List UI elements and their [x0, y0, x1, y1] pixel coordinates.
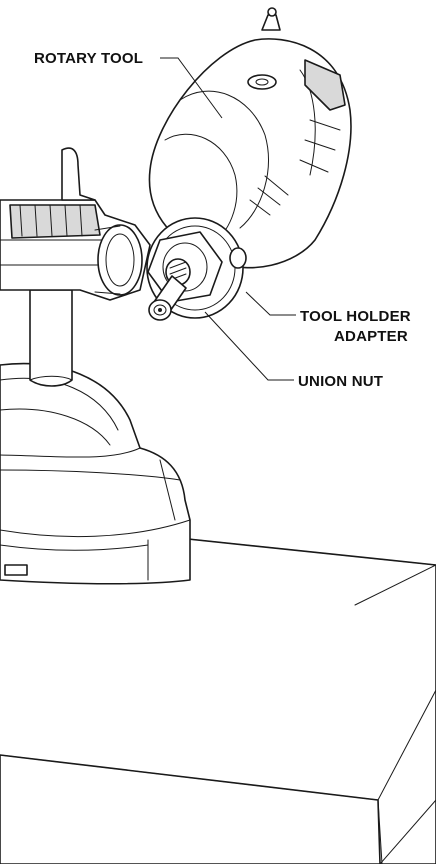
tool-holder-adapter-label-line1: TOOL HOLDER [300, 308, 411, 325]
work-surface [0, 534, 436, 864]
tool-holder-adapter-leader [245, 291, 296, 316]
stand-base [0, 362, 191, 585]
union-nut-leader [204, 311, 294, 381]
union-nut-label: UNION NUT [298, 373, 383, 390]
rotary-tool-label: ROTARY TOOL [34, 50, 143, 67]
collet-tip-illustration [148, 275, 187, 321]
rotary-tool-leader [160, 57, 223, 119]
stand-column [29, 289, 73, 387]
tool-holder-adapter-label-line2: ADAPTER [334, 328, 408, 345]
clamp-assembly [0, 147, 151, 301]
rotary-tool-illustration [148, 7, 352, 269]
